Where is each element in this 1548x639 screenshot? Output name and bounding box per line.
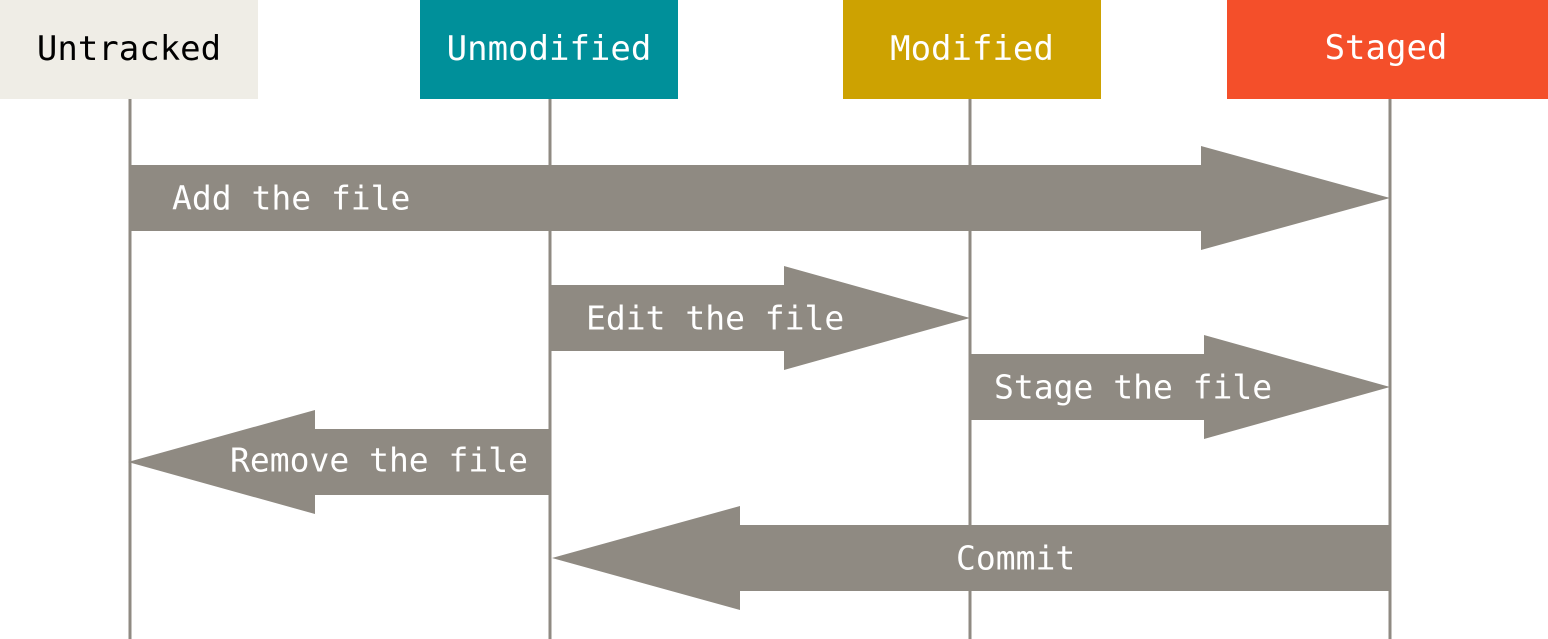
- state-unmodified-label: Unmodified: [447, 29, 652, 69]
- transition-remove-file: Remove the file: [128, 410, 550, 514]
- state-untracked-label: Untracked: [37, 29, 221, 69]
- remove-file-arrow: [128, 410, 550, 514]
- add-file-arrow: [130, 146, 1390, 250]
- state-unmodified-box: [420, 0, 678, 99]
- transition-edit-file: Edit the file: [550, 266, 970, 370]
- state-untracked: Untracked: [0, 0, 258, 99]
- edit-file-label: Edit the file: [586, 299, 844, 338]
- state-unmodified: Unmodified: [420, 0, 678, 99]
- transition-stage-file: Stage the file: [970, 335, 1390, 439]
- state-modified: Modified: [843, 0, 1101, 99]
- stage-file-label: Stage the file: [994, 368, 1272, 407]
- transition-commit: Commit: [552, 506, 1390, 610]
- state-staged: Staged: [1227, 0, 1548, 99]
- remove-file-label: Remove the file: [230, 441, 528, 480]
- state-untracked-box: [0, 0, 258, 99]
- stage-file-arrow: [970, 335, 1390, 439]
- state-modified-box: [843, 0, 1101, 99]
- state-staged-label: Staged: [1325, 28, 1448, 68]
- commit-label: Commit: [956, 539, 1075, 578]
- commit-arrow: [552, 506, 1390, 610]
- transition-add-file: Add the file: [130, 146, 1390, 250]
- state-staged-box: [1227, 0, 1548, 99]
- add-file-label: Add the file: [172, 179, 410, 218]
- state-modified-label: Modified: [890, 29, 1054, 69]
- edit-file-arrow: [550, 266, 970, 370]
